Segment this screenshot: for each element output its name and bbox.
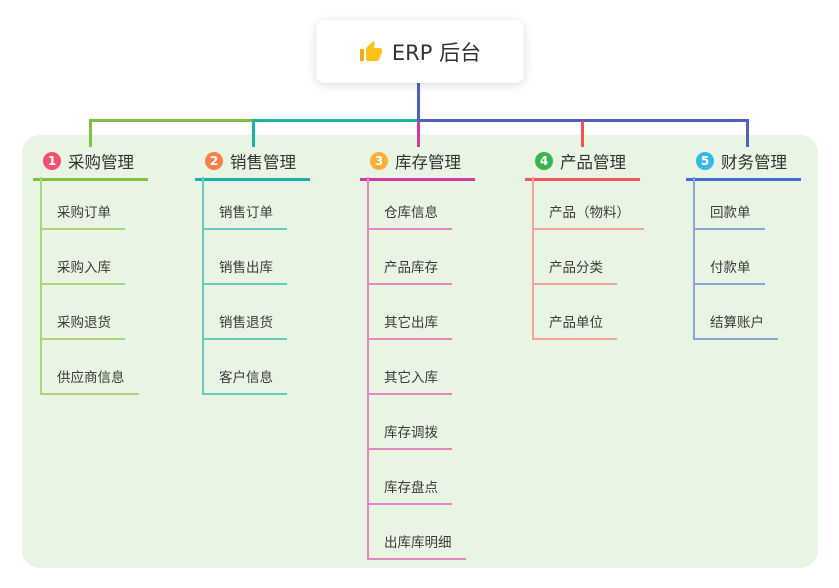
branch-header-product[interactable]: 4 产品管理 — [525, 149, 640, 181]
child-node-purchase-return[interactable]: 采购退货 — [40, 315, 125, 340]
connector-branch1-line — [89, 119, 254, 122]
root-node[interactable]: ERP 后台 — [316, 20, 524, 83]
child-node-sales-order[interactable]: 销售订单 — [202, 205, 287, 230]
child-node-product-unit[interactable]: 产品单位 — [532, 315, 617, 340]
child-node-product-category[interactable]: 产品分类 — [532, 260, 617, 285]
connector-branch2-line — [252, 119, 419, 122]
child-node-other-outbound[interactable]: 其它出库 — [367, 315, 452, 340]
branch-header-sales[interactable]: 2 销售管理 — [195, 149, 310, 181]
child-node-outbound-detail[interactable]: 出库库明细 — [367, 535, 466, 560]
branch4-drop-line — [581, 121, 584, 147]
branch-title: 采购管理 — [68, 153, 134, 172]
branch-number-badge: 2 — [205, 152, 223, 170]
branch-title: 财务管理 — [721, 153, 787, 172]
branches-panel — [22, 135, 818, 568]
child-node-sales-return[interactable]: 销售退货 — [202, 315, 287, 340]
branch-number-badge: 1 — [43, 152, 61, 170]
branch3-drop-line — [417, 121, 420, 147]
child-node-supplier-info[interactable]: 供应商信息 — [40, 370, 139, 395]
child-node-purchase-order[interactable]: 采购订单 — [40, 205, 125, 230]
root-connector-line — [417, 83, 420, 120]
child-node-sales-outbound[interactable]: 销售出库 — [202, 260, 287, 285]
child-node-purchase-inbound[interactable]: 采购入库 — [40, 260, 125, 285]
branch4-children-line — [532, 177, 534, 340]
child-node-other-inbound[interactable]: 其它入库 — [367, 370, 452, 395]
branch-title: 产品管理 — [560, 153, 626, 172]
branch5-drop-line — [746, 119, 749, 147]
child-node-settlement-account[interactable]: 结算账户 — [693, 315, 778, 340]
child-node-payment-bill[interactable]: 付款单 — [693, 260, 765, 285]
child-node-receipt-bill[interactable]: 回款单 — [693, 205, 765, 230]
branch-header-inventory[interactable]: 3 库存管理 — [360, 149, 475, 181]
branch-header-finance[interactable]: 5 财务管理 — [686, 149, 801, 181]
branch-number-badge: 5 — [696, 152, 714, 170]
child-node-stock-transfer[interactable]: 库存调拨 — [367, 425, 452, 450]
child-node-product-stock[interactable]: 产品库存 — [367, 260, 452, 285]
child-node-stock-taking[interactable]: 库存盘点 — [367, 480, 452, 505]
branch-title: 库存管理 — [395, 153, 461, 172]
branch1-children-line — [40, 177, 42, 395]
branch-number-badge: 4 — [535, 152, 553, 170]
branch-number-badge: 3 — [370, 152, 388, 170]
child-node-warehouse-info[interactable]: 仓库信息 — [367, 205, 452, 230]
branch2-drop-line — [252, 119, 255, 147]
branch5-children-line — [693, 177, 695, 340]
thumbs-up-icon — [359, 40, 382, 61]
branch-title: 销售管理 — [230, 153, 296, 172]
child-node-product-material[interactable]: 产品（物料） — [532, 205, 644, 230]
branch-header-purchase[interactable]: 1 采购管理 — [33, 149, 148, 181]
connector-branch5-line — [417, 119, 749, 122]
branch2-children-line — [202, 177, 204, 395]
child-node-customer-info[interactable]: 客户信息 — [202, 370, 287, 395]
branch3-children-line — [367, 177, 369, 560]
branch1-drop-line — [89, 119, 92, 147]
root-node-label: ERP 后台 — [391, 40, 482, 65]
